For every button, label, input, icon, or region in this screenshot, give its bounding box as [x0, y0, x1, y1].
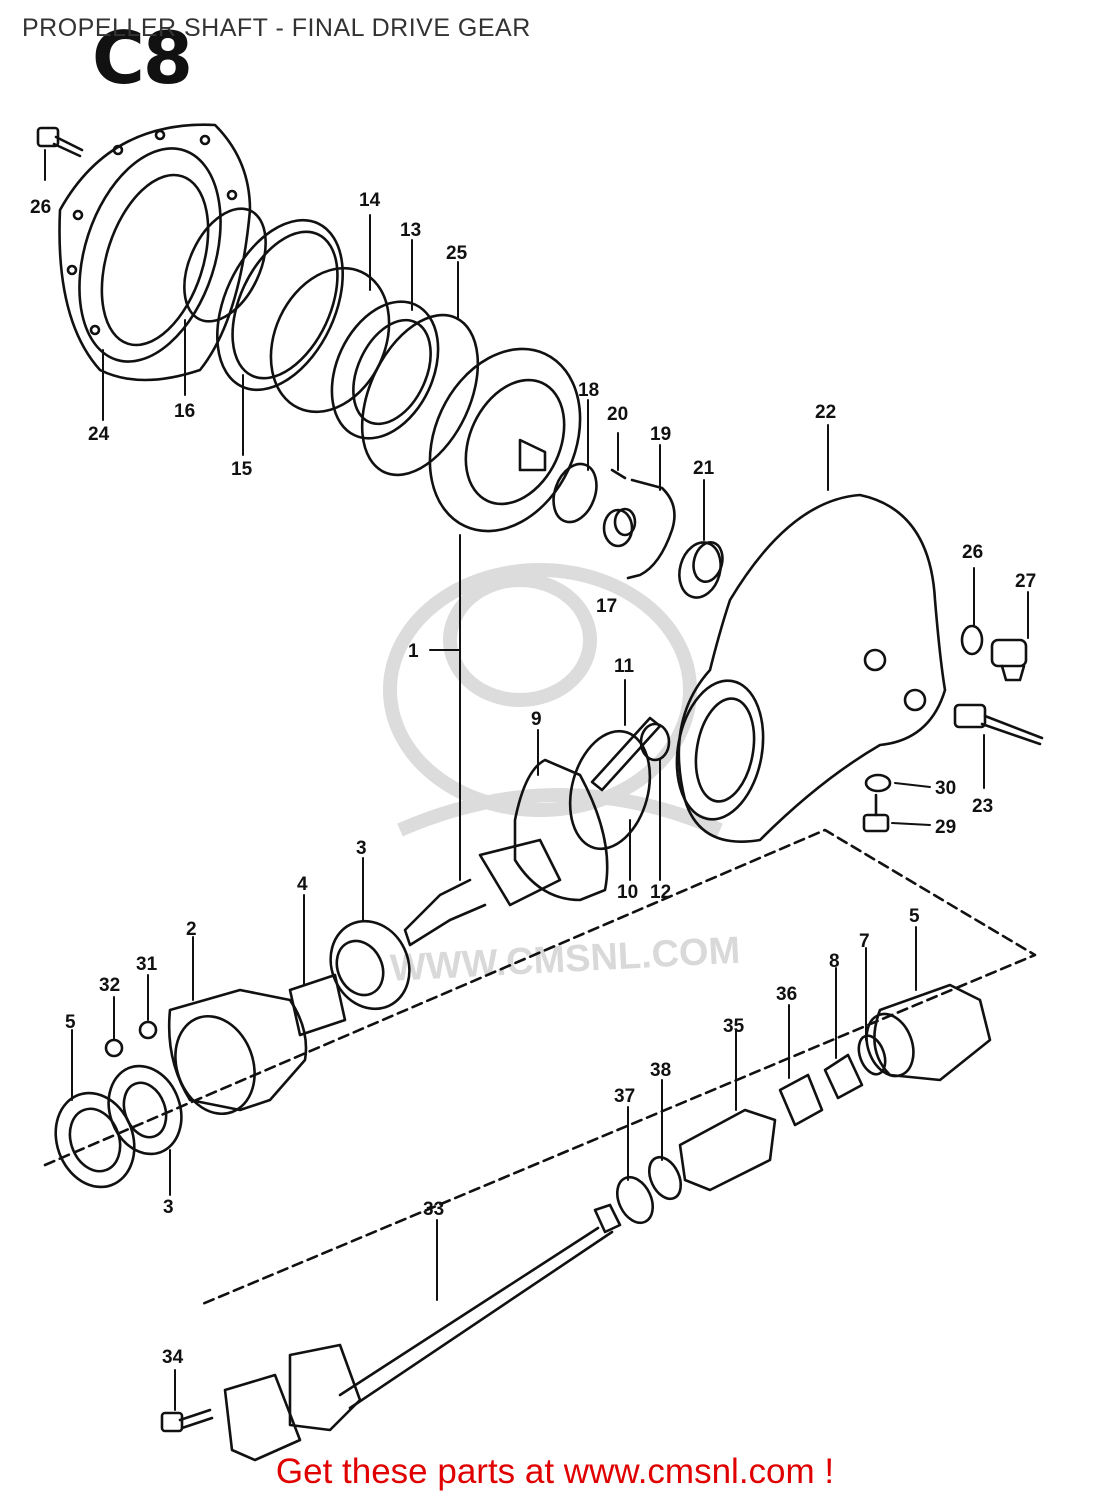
part-drawing-17	[602, 507, 637, 548]
part-label-32: 32	[99, 975, 120, 996]
part-label-30: 30	[935, 778, 956, 799]
part-drawing-22	[675, 493, 947, 843]
part-label-1: 1	[408, 641, 419, 662]
footer-banner[interactable]: Get these parts at www.cmsnl.com !	[275, 1452, 835, 1491]
part-drawing-18	[552, 462, 598, 524]
part-drawing-26-bolt	[36, 126, 84, 158]
part-label-8: 8	[829, 951, 840, 972]
part-labels: 1 2 3 3 4 5 5 7 8 9 10 11 12 13 14 15 16…	[30, 190, 1036, 1368]
part-drawing-16	[183, 207, 267, 323]
part-drawing-35	[678, 1108, 777, 1192]
watermark	[383, 563, 723, 837]
part-drawing-24	[58, 123, 252, 382]
part-label-26-left: 26	[30, 197, 51, 218]
part-label-2: 2	[186, 919, 197, 940]
part-label-5-right: 5	[909, 906, 920, 927]
part-label-33: 33	[423, 1199, 444, 1220]
part-drawing-36	[778, 1073, 824, 1127]
part-drawing-3-lower	[107, 1064, 183, 1156]
part-label-18: 18	[578, 380, 599, 401]
part-label-15: 15	[231, 459, 253, 480]
part-drawing-2	[167, 988, 308, 1116]
part-label-3-upper: 3	[356, 838, 367, 859]
part-drawing-25	[360, 313, 480, 477]
part-drawing-26-washer	[960, 624, 984, 656]
part-label-34: 34	[162, 1347, 184, 1368]
part-drawing-8	[823, 1053, 864, 1100]
part-drawing-37	[616, 1175, 654, 1225]
part-label-31: 31	[136, 954, 158, 975]
watermark-url: WWW.CMSNL.COM	[389, 930, 741, 990]
part-drawing-30	[864, 773, 892, 793]
section-code: C8	[92, 16, 193, 100]
part-drawing-14	[269, 266, 391, 414]
part-drawing-31	[138, 1020, 158, 1040]
part-label-24: 24	[88, 424, 110, 445]
part-label-11: 11	[614, 656, 635, 677]
part-label-21: 21	[693, 458, 715, 479]
part-label-5-left: 5	[65, 1012, 76, 1033]
assembly-frame	[43, 828, 1037, 1307]
part-drawing-32	[104, 1038, 124, 1058]
part-label-23: 23	[972, 796, 993, 817]
part-drawing-4	[288, 973, 347, 1037]
part-label-27: 27	[1015, 571, 1036, 592]
part-drawing-20	[610, 468, 627, 480]
part-label-4: 4	[297, 874, 308, 895]
part-drawing-23	[953, 703, 1044, 746]
part-label-16: 16	[174, 401, 195, 422]
part-label-26-right: 26	[962, 542, 983, 563]
part-drawings	[36, 123, 1044, 1462]
part-label-20: 20	[607, 404, 628, 425]
part-label-9: 9	[531, 709, 542, 730]
part-label-10: 10	[617, 882, 638, 903]
part-drawing-15	[215, 218, 345, 392]
part-label-37: 37	[614, 1086, 635, 1107]
part-label-19: 19	[650, 424, 671, 445]
part-label-17: 17	[596, 596, 617, 617]
part-drawing-19	[626, 478, 676, 580]
part-drawing-21	[678, 541, 724, 599]
part-drawing-29	[862, 793, 890, 833]
part-drawing-pinion	[403, 838, 562, 947]
part-drawing-34	[160, 1408, 214, 1433]
part-drawing-10	[568, 729, 652, 851]
part-label-13: 13	[400, 220, 421, 241]
leader-lines	[44, 149, 1029, 1411]
part-drawing-5-left	[54, 1091, 136, 1189]
part-label-12: 12	[650, 882, 671, 903]
part-drawing-27	[990, 638, 1028, 682]
part-label-14: 14	[359, 190, 381, 211]
part-label-36: 36	[776, 984, 797, 1005]
part-drawing-5-right	[865, 983, 992, 1082]
part-label-35: 35	[723, 1016, 745, 1037]
part-label-38: 38	[650, 1060, 671, 1081]
page-title: PROPELLER SHAFT - FINAL DRIVE GEAR	[22, 14, 531, 42]
part-label-3-lower: 3	[163, 1197, 174, 1218]
part-drawing-33	[288, 1203, 622, 1432]
part-label-7: 7	[859, 931, 870, 952]
part-drawing-38	[647, 1155, 683, 1201]
part-label-29: 29	[935, 817, 956, 838]
part-drawing-yoke	[223, 1373, 302, 1462]
part-label-22: 22	[815, 402, 836, 423]
part-drawing-13	[330, 300, 440, 440]
part-label-25: 25	[446, 243, 468, 264]
